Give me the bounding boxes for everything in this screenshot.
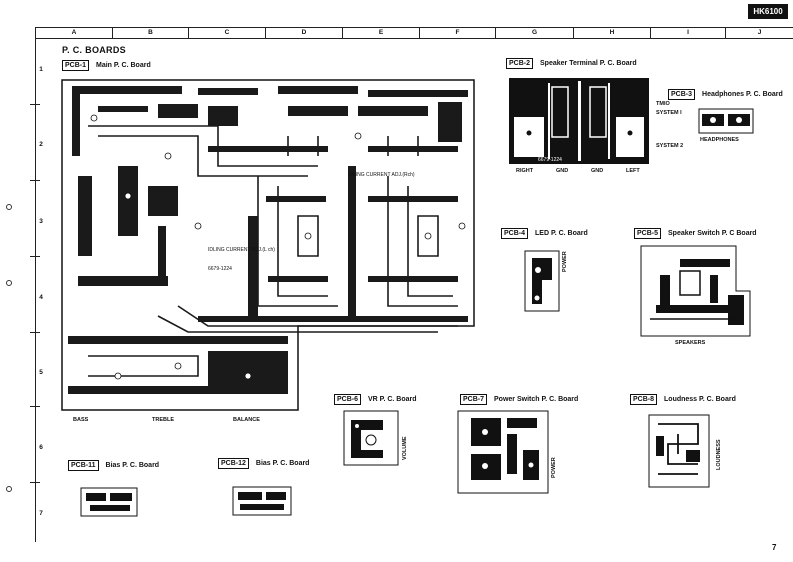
pcb2-name: Speaker Terminal P. C. Board xyxy=(540,60,637,67)
bass-label: BASS xyxy=(73,417,89,423)
col-g: G xyxy=(496,28,574,38)
pcb8-id: PCB-8 xyxy=(630,394,658,405)
headphones-pcb-drawing xyxy=(698,108,754,134)
col-e: E xyxy=(343,28,420,38)
col-i: I xyxy=(651,28,726,38)
page-title: P. C. BOARDS xyxy=(62,45,126,55)
pcb2-id: PCB-2 xyxy=(506,58,534,69)
pcb4-name: LED P. C. Board xyxy=(535,230,588,237)
column-ruler: A B C D E F G H I J xyxy=(36,28,793,39)
loudness-pcb-drawing xyxy=(648,414,710,488)
pcb5-name: Speaker Switch P. C Board xyxy=(668,230,757,237)
pcb6-id: PCB-6 xyxy=(334,394,362,405)
pcb12-id: PCB-12 xyxy=(218,458,249,469)
pcb7-name: Power Switch P. C. Board xyxy=(494,396,579,403)
pcb11-label: PCB-11 Bias P. C. Board xyxy=(68,460,159,471)
col-d: D xyxy=(266,28,343,38)
pcb11-id: PCB-11 xyxy=(68,460,99,471)
volume-label: VOLUME xyxy=(402,436,408,460)
pcb8-name: Loudness P. C. Board xyxy=(664,396,736,403)
pcb1-name: Main P. C. Board xyxy=(96,62,151,69)
pcb3-name: Headphones P. C. Board xyxy=(702,91,783,98)
idle-adj-left-label: IDLING CURRENT ADJ.(L ch) xyxy=(208,247,275,253)
right-terminal-label: RIGHT xyxy=(516,168,534,174)
vr-pcb-drawing xyxy=(343,410,399,466)
binder-hole xyxy=(6,280,12,286)
pcb3-label: PCB-3 Headphones P. C. Board xyxy=(668,89,783,100)
col-a: A xyxy=(36,28,113,38)
page-number: 7 xyxy=(772,543,777,552)
idle-adj-right-label: IDLING CURRENT ADJ.(Rch) xyxy=(348,172,415,178)
gnd-terminal-label-1: GND xyxy=(556,168,569,174)
led-pcb-drawing xyxy=(524,250,560,312)
pcb3-id: PCB-3 xyxy=(668,89,696,100)
pcb6-name: VR P. C. Board xyxy=(368,396,417,403)
pcb5-id: PCB-5 xyxy=(634,228,662,239)
pcb1-label: PCB-1 Main P. C. Board xyxy=(62,60,151,71)
binder-hole xyxy=(6,486,12,492)
pcb7-id: PCB-7 xyxy=(460,394,488,405)
binder-hole xyxy=(6,204,12,210)
led-power-label: POWER xyxy=(562,251,568,272)
left-terminal-label: LEFT xyxy=(626,168,640,174)
row-divider xyxy=(30,104,40,105)
row-divider xyxy=(30,180,40,181)
model-badge: HK6100 xyxy=(748,4,788,19)
pcb4-id: PCB-4 xyxy=(501,228,529,239)
pcb12-label: PCB-12 Bias P. C. Board xyxy=(218,458,309,469)
speaker-terminal-pcb-drawing: 6679-1224 xyxy=(509,78,649,164)
frame-left xyxy=(35,27,36,542)
frame-top xyxy=(35,27,793,28)
loudness-label: LOUDNESS xyxy=(716,439,722,470)
row-7: 7 xyxy=(39,510,43,517)
row-divider xyxy=(30,406,40,407)
headphones-caption: HEADPHONES xyxy=(700,137,739,143)
speakers-caption: SPEAKERS xyxy=(675,340,706,346)
col-b: B xyxy=(113,28,189,38)
system1-label: SYSTEM I xyxy=(656,110,682,116)
row-5: 5 xyxy=(39,369,43,376)
row-divider xyxy=(30,482,40,483)
power-switch-pcb-drawing xyxy=(457,410,549,494)
col-c: C xyxy=(189,28,266,38)
row-1: 1 xyxy=(39,66,43,73)
row-6: 6 xyxy=(39,444,43,451)
tmio-label: TMIO xyxy=(656,101,670,107)
gnd-terminal-label-2: GND xyxy=(591,168,604,174)
balance-label: BALANCE xyxy=(233,417,260,423)
pcb8-label: PCB-8 Loudness P. C. Board xyxy=(630,394,736,405)
col-h: H xyxy=(574,28,651,38)
main-pcb-drawing: IDLING CURRENT ADJ.(L ch) IDLING CURRENT… xyxy=(61,79,475,411)
col-j: J xyxy=(757,29,762,36)
speaker-switch-pcb-drawing xyxy=(640,245,751,337)
pcb7-label: PCB-7 Power Switch P. C. Board xyxy=(460,394,578,405)
pcb6-label: PCB-6 VR P. C. Board xyxy=(334,394,417,405)
pcb11-name: Bias P. C. Board xyxy=(105,462,160,469)
pcb12-name: Bias P. C. Board xyxy=(255,460,310,467)
row-divider xyxy=(30,332,40,333)
pcb2-label: PCB-2 Speaker Terminal P. C. Board xyxy=(506,58,637,69)
row-divider xyxy=(30,256,40,257)
row-3: 3 xyxy=(39,218,43,225)
col-f: F xyxy=(420,28,496,38)
system2-label: SYSTEM 2 xyxy=(656,143,684,149)
pcb4-label: PCB-4 LED P. C. Board xyxy=(501,228,588,239)
speaker-terminal-code: 6679-1224 xyxy=(538,157,562,163)
bias-pcb-12-drawing xyxy=(232,486,292,516)
power-switch-label: POWER xyxy=(551,457,557,478)
bias-pcb-11-drawing xyxy=(80,487,138,517)
treble-label: TREBLE xyxy=(152,417,174,423)
pcb5-label: PCB-5 Speaker Switch P. C Board xyxy=(634,228,757,239)
main-part-code: 6679-1224 xyxy=(208,266,232,272)
row-4: 4 xyxy=(39,294,43,301)
pcb1-id: PCB-1 xyxy=(62,60,90,71)
row-2: 2 xyxy=(39,141,43,148)
